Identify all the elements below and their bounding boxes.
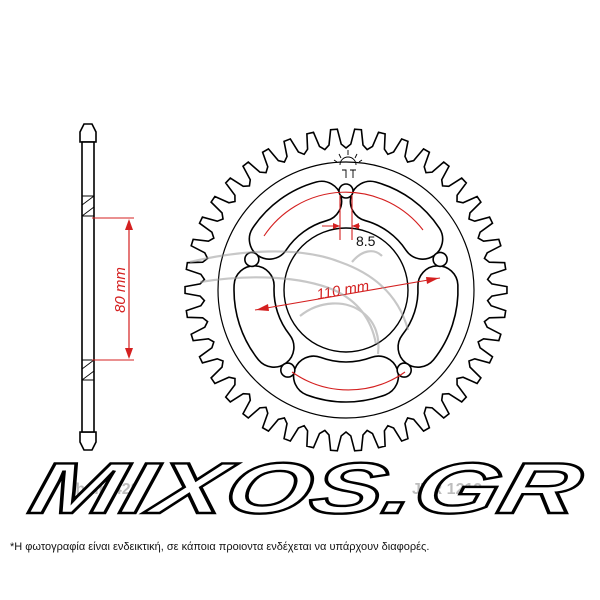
sprocket-front-view [184,128,508,452]
bolt-hole [244,251,260,268]
watermark-logo: MIXOS.GR [22,449,590,529]
lightening-slot [248,180,343,260]
motorcycle-silhouette-icon [189,250,410,355]
bolt-hole [396,362,412,378]
side-profile-hatching [81,195,95,381]
side-profile-body [81,141,95,433]
chain-label: Chain 428 [64,481,140,498]
bolt-hole-label: 8.5 [356,233,376,249]
bolt-hole [338,183,354,199]
side-profile-top-tooth [79,123,97,143]
tooth-root-circle [217,161,475,419]
center-bore-dimension: 80 mm [92,217,134,361]
sprocket-toothed-outline [184,128,508,452]
part-number-label: JTR 1219 [412,481,482,498]
center-bore [283,227,409,353]
sprocket-side-view [79,123,97,451]
disclaimer-text: *Η φωτογραφία είναι ενδεικτική, σε κάποι… [10,541,430,553]
side-profile-bottom-tooth [79,431,97,451]
bolt-circle-arc-lower [291,371,406,391]
bolt-hole [280,362,296,378]
bolt-circle-diameter-line [254,277,441,311]
bolt-holes [244,183,448,378]
lightening-slot [349,180,444,260]
front-view-dimensions: 8.5 110 mm [254,191,441,391]
lightening-slots [233,180,459,403]
center-bore-label: 80 mm [112,267,129,313]
bolt-hole [432,251,448,268]
sprocket-spec-text: Chain 428 JTR 1219 [64,481,482,498]
bolt-circle-arc-upper [263,191,424,237]
lightening-slot [233,265,295,368]
jt-logo-icon [333,150,363,178]
lightening-slot [397,265,459,368]
lightening-slot [292,355,400,403]
